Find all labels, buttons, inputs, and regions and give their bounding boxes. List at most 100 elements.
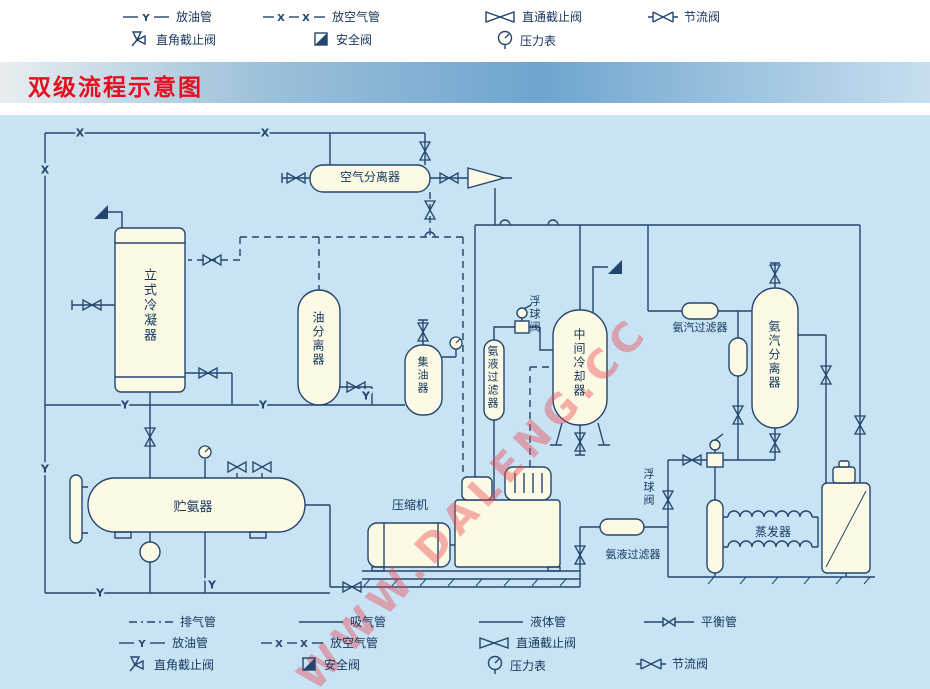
ammonia-receiver-label: 贮氨器	[173, 500, 213, 515]
vertical-condenser-shape	[114, 227, 186, 393]
air-separator-shape	[309, 164, 431, 193]
legend-label: 放油管	[172, 636, 209, 650]
legend-safety-valve: 安全阀	[300, 655, 360, 673]
exhaust-line-icon	[129, 620, 173, 623]
legend-throttle-valve: 节流阀	[648, 8, 720, 25]
legend-liquid-pipe: 液体管	[478, 613, 566, 630]
float-valve-2-ball	[709, 439, 721, 451]
legend-label: 节流阀	[672, 657, 709, 671]
process-diagram-svg: X X X Y Y Y Y Y Y	[38, 124, 875, 602]
intermediate-cooler-label: 中间冷却器	[572, 328, 586, 398]
svg-text:X: X	[302, 13, 310, 24]
equipment-shapes	[69, 164, 871, 574]
evaporator-motor-cap	[838, 460, 850, 468]
legend-label: 直角截止阀	[156, 32, 217, 47]
oil-pot-shape	[139, 541, 161, 563]
legend-balance-pipe: 平衡管	[643, 613, 737, 630]
legend-label: 安全阀	[336, 32, 373, 47]
oil-separator-shape	[297, 289, 341, 406]
compressor-head-left-shape	[461, 476, 493, 501]
intermediate-cooler-shape	[552, 309, 608, 426]
pipes-dashed	[188, 192, 553, 477]
vapor-separator-shape	[751, 287, 799, 429]
evaporator-tube-shape	[706, 499, 724, 574]
suction-line-icon	[299, 620, 343, 623]
svg-text:X: X	[275, 639, 283, 650]
liquid-filter-2-shape	[599, 518, 645, 536]
straight-valve-icon	[479, 636, 509, 649]
legend-label: 平衡管	[701, 615, 738, 629]
oil-collector-label: 集油器	[416, 356, 429, 395]
svg-text:X: X	[76, 127, 85, 140]
legend-oil-drain-pipe: Y 放油管	[122, 8, 212, 25]
vapor-filter-label: 氨汽过滤器	[672, 321, 728, 334]
straight-valve-icon	[485, 10, 515, 23]
air-separator-label: 空气分离器	[339, 170, 400, 184]
liquid-filter-1-shape	[483, 339, 505, 421]
float-valve-2-shape	[706, 452, 724, 468]
diagram-area: X X X Y Y Y Y Y Y 空气分离器 立式冷凝器 油分离器 集油器 氨…	[0, 115, 930, 689]
throttle-valve-icon	[636, 657, 666, 670]
small-filter-shape	[728, 337, 748, 377]
compressor-body-shape	[454, 499, 561, 568]
legend-safety-valve: 安全阀	[312, 30, 372, 48]
vapor-filter-shape	[681, 302, 719, 320]
legend-label: 排气管	[180, 615, 217, 629]
legend-exhaust-pipe: 排气管	[128, 613, 216, 630]
legend-label: 直通截止阀	[516, 636, 577, 650]
compressor-label: 压缩机	[391, 498, 428, 512]
legend-label: 直通截止阀	[522, 10, 583, 24]
pressure-gauge-icon	[198, 445, 212, 459]
level-gauge-shape	[69, 474, 83, 544]
throttle-valve-icon	[648, 10, 678, 23]
svg-text:Y: Y	[207, 579, 217, 592]
evaporator-motor-shape	[832, 466, 856, 484]
svg-text:Y: Y	[95, 587, 105, 600]
pressure-gauge-icon	[487, 655, 503, 674]
legend-throttle-valve: 节流阀	[636, 655, 708, 672]
oil-drain-line-icon: Y	[123, 13, 169, 24]
float-valve-1-label: 浮球阀	[528, 295, 541, 334]
pressure-gauge-icon	[449, 336, 463, 350]
svg-text:Y: Y	[141, 13, 150, 24]
legend-label: 吸气管	[350, 615, 387, 629]
svg-text:Y: Y	[137, 639, 146, 650]
pipes-solid	[44, 132, 875, 594]
evaporator-label: 蒸发器	[754, 525, 791, 539]
liquid-filter-2-label: 氨液过滤器	[605, 548, 661, 561]
balance-line-icon	[644, 616, 694, 627]
legend-angle-valve: 直角截止阀	[128, 655, 214, 673]
safety-valve-icon	[94, 205, 108, 219]
receiver-saddle	[114, 531, 132, 539]
receiver-saddle	[249, 531, 267, 539]
float-valve-2-label: 浮球阀	[642, 468, 655, 507]
liquid-filter-1-label: 氨液过滤器	[486, 345, 499, 410]
legend-straight-valve: 直通截止阀	[478, 634, 576, 651]
svg-text:X: X	[277, 13, 285, 24]
svg-text:X: X	[41, 164, 50, 177]
ejector-funnel-shape	[467, 167, 507, 189]
oil-drain-line-icon: Y	[119, 639, 165, 650]
legend-straight-valve: 直通截止阀	[484, 8, 582, 25]
safety-valve-icon	[302, 657, 316, 671]
angle-valve-icon	[129, 656, 144, 672]
legend-label: 压力表	[510, 658, 547, 673]
legend-label: 放空气管	[330, 636, 379, 650]
pressure-gauge-icon	[497, 30, 513, 49]
legend-angle-valve: 直角截止阀	[130, 30, 216, 48]
oil-separator-label: 油分离器	[311, 311, 325, 367]
page-title: 双级流程示意图	[28, 75, 203, 101]
safety-valve-icon	[608, 260, 622, 274]
compressor-head-right-shape	[504, 466, 552, 501]
legend-label: 节流阀	[684, 10, 721, 24]
svg-text:Y: Y	[120, 399, 130, 412]
svg-text:Y: Y	[40, 463, 50, 476]
vertical-condenser-label: 立式冷凝器	[141, 268, 156, 343]
evaporator-coil	[727, 540, 813, 548]
evaporator-coil	[727, 510, 813, 518]
air-release-line-icon: X X	[263, 13, 325, 24]
vapor-separator-label: 氨汽分离器	[767, 320, 781, 390]
title-band: 双级流程示意图	[0, 62, 930, 103]
svg-text:Y: Y	[258, 399, 268, 412]
svg-text:Y: Y	[361, 390, 371, 403]
